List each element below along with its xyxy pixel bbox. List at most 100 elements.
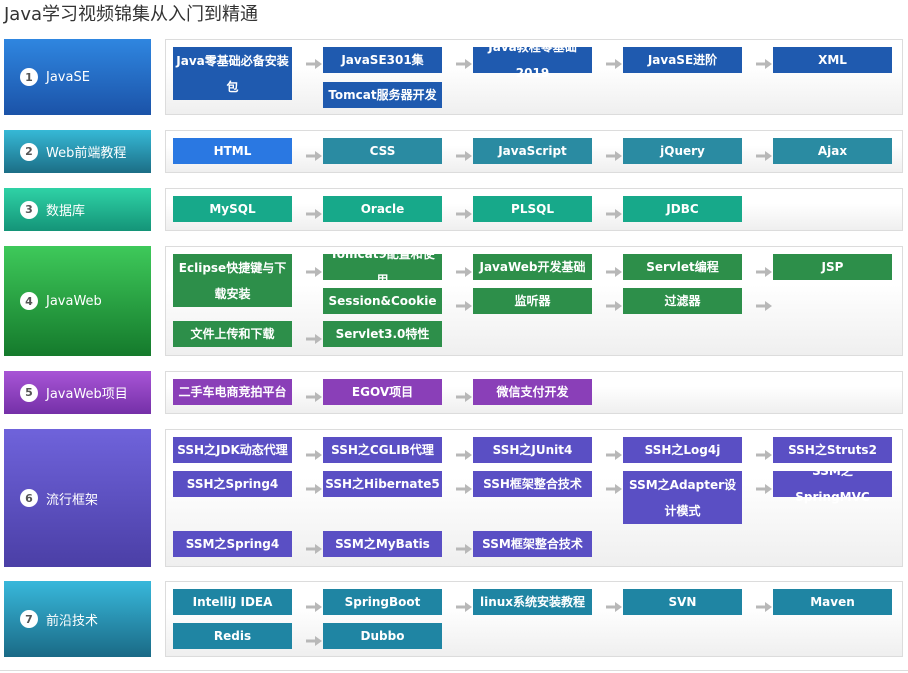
course-link[interactable]: Ajax [773, 138, 892, 164]
section-7: 7 前沿技术 IntelliJ IDEA SpringBoot linux系统安装教程 S… [4, 581, 904, 657]
section-label-text: 流行框架 [46, 492, 99, 508]
right-arrow-icon [456, 479, 472, 494]
course-link[interactable]: SSH之JDK动态代理 [173, 437, 292, 463]
right-arrow-icon [606, 54, 622, 69]
course-link[interactable]: Servlet编程 [623, 254, 742, 280]
right-arrow-icon [456, 146, 472, 161]
course-link[interactable]: Redis [173, 623, 292, 649]
course-link[interactable]: linux系统安装教程 [473, 589, 592, 615]
course-link[interactable]: 文件上传和下载 [173, 321, 292, 347]
course-link[interactable]: Maven [773, 589, 892, 615]
section-label[interactable]: 5 JavaWeb项目 [4, 371, 151, 414]
section-number-badge: 3 [20, 200, 38, 219]
section-label-text: JavaWeb项目 [46, 387, 128, 402]
course-link[interactable]: SSM之MyBatis [323, 531, 442, 557]
course-link[interactable]: PLSQL [473, 196, 592, 222]
section-label[interactable]: 6 流行框架 [4, 429, 151, 567]
course-link[interactable]: SSM之Spring4 [173, 531, 292, 557]
right-arrow-icon [306, 146, 322, 161]
right-arrow-icon [456, 54, 472, 69]
course-link[interactable]: SSH之Log4j [623, 437, 742, 463]
course-link[interactable]: SSM框架整合技术 [473, 531, 592, 557]
right-arrow-icon [456, 262, 472, 277]
section-label-text: 前沿技术 [46, 613, 99, 629]
course-link[interactable]: IntelliJ IDEA [173, 589, 292, 615]
course-link[interactable]: SSM之SpringMVC [773, 464, 892, 504]
course-link[interactable]: 过滤器 [623, 288, 742, 314]
section-5: 5 JavaWeb项目 二手车电商竞拍平台 EGOV项目 微信支付开发 [4, 371, 904, 414]
course-link[interactable]: SSH框架整合技术 [473, 471, 592, 497]
section-number-badge: 6 [20, 489, 38, 507]
right-arrow-icon [606, 479, 622, 494]
course-link[interactable]: JavaSE301集 [323, 47, 442, 73]
right-arrow-icon [306, 329, 322, 344]
course-link[interactable]: Eclipse快捷键与下载安装 [173, 254, 292, 307]
right-arrow-icon [606, 597, 622, 612]
right-arrow-icon [756, 296, 772, 311]
course-link[interactable]: SSH之CGLIB代理 [323, 437, 442, 463]
course-link[interactable]: SSH之Spring4 [173, 471, 292, 497]
divider [0, 670, 908, 671]
section-number-badge: 1 [20, 68, 38, 86]
section-label-text: JavaSE [46, 69, 90, 85]
course-link[interactable]: Java零基础必备安装包 [173, 47, 292, 100]
section-label[interactable]: 7 前沿技术 [4, 581, 151, 657]
section-number-badge: 7 [20, 610, 38, 628]
course-link[interactable]: Tomcat服务器开发 [323, 82, 442, 108]
right-arrow-icon [306, 631, 322, 646]
course-link[interactable]: JavaScript [473, 138, 592, 164]
right-arrow-icon [756, 445, 772, 460]
course-link[interactable]: JDBC [623, 196, 742, 222]
course-link[interactable]: Servlet3.0特性 [323, 321, 442, 347]
right-arrow-icon [756, 479, 772, 494]
course-link[interactable]: XML [773, 47, 892, 73]
course-link[interactable]: jQuery [623, 138, 742, 164]
course-link[interactable]: Session&Cookie [323, 288, 442, 314]
course-link[interactable]: Java教程零基础2019 [473, 40, 592, 80]
section-label[interactable]: 1 JavaSE [4, 39, 151, 115]
right-arrow-icon [756, 262, 772, 277]
right-arrow-icon [456, 539, 472, 554]
right-arrow-icon [606, 296, 622, 311]
course-link[interactable]: HTML [173, 138, 292, 164]
section-label-text: JavaWeb [46, 293, 102, 309]
course-link[interactable]: EGOV项目 [323, 379, 442, 405]
right-arrow-icon [756, 54, 772, 69]
course-link[interactable]: JavaWeb开发基础 [473, 254, 592, 280]
right-arrow-icon [456, 387, 472, 402]
course-link[interactable]: SSH之Struts2 [773, 437, 892, 463]
course-link[interactable]: SSH之JUnit4 [473, 437, 592, 463]
course-link[interactable]: Dubbo [323, 623, 442, 649]
course-link[interactable]: Tomcat9配置和使用 [323, 247, 442, 287]
course-link[interactable]: CSS [323, 138, 442, 164]
right-arrow-icon [456, 597, 472, 612]
course-link[interactable]: JavaSE进阶 [623, 47, 742, 73]
course-link[interactable]: SVN [623, 589, 742, 615]
course-link[interactable]: 二手车电商竞拍平台 [173, 379, 292, 405]
section-label-text: Web前端教程 [46, 146, 127, 161]
section-number-badge: 4 [20, 292, 38, 310]
right-arrow-icon [306, 445, 322, 460]
right-arrow-icon [306, 204, 322, 219]
section-label[interactable]: 4 JavaWeb [4, 246, 151, 356]
section-4: 4 JavaWeb Eclipse快捷键与下载安装 Tomcat9配置和使用 JavaW… [4, 246, 904, 356]
section-1: 1 JavaSE Java零基础必备安装包 JavaSE301集 Java教程零基础20… [4, 39, 904, 115]
course-link[interactable]: MySQL [173, 196, 292, 222]
course-link[interactable]: SSM之Adapter设计模式 [623, 471, 742, 524]
right-arrow-icon [606, 445, 622, 460]
right-arrow-icon [306, 539, 322, 554]
course-link[interactable]: 监听器 [473, 288, 592, 314]
right-arrow-icon [456, 296, 472, 311]
page-title: Java学习视频锦集从入门到精通 [4, 4, 259, 25]
section-number-badge: 5 [20, 383, 38, 402]
course-link[interactable]: 微信支付开发 [473, 379, 592, 405]
course-link[interactable]: SSH之Hibernate5 [323, 471, 442, 497]
course-link[interactable]: SpringBoot [323, 589, 442, 615]
course-link[interactable]: JSP [773, 254, 892, 280]
course-link[interactable]: Oracle [323, 196, 442, 222]
right-arrow-icon [306, 597, 322, 612]
right-arrow-icon [456, 445, 472, 460]
